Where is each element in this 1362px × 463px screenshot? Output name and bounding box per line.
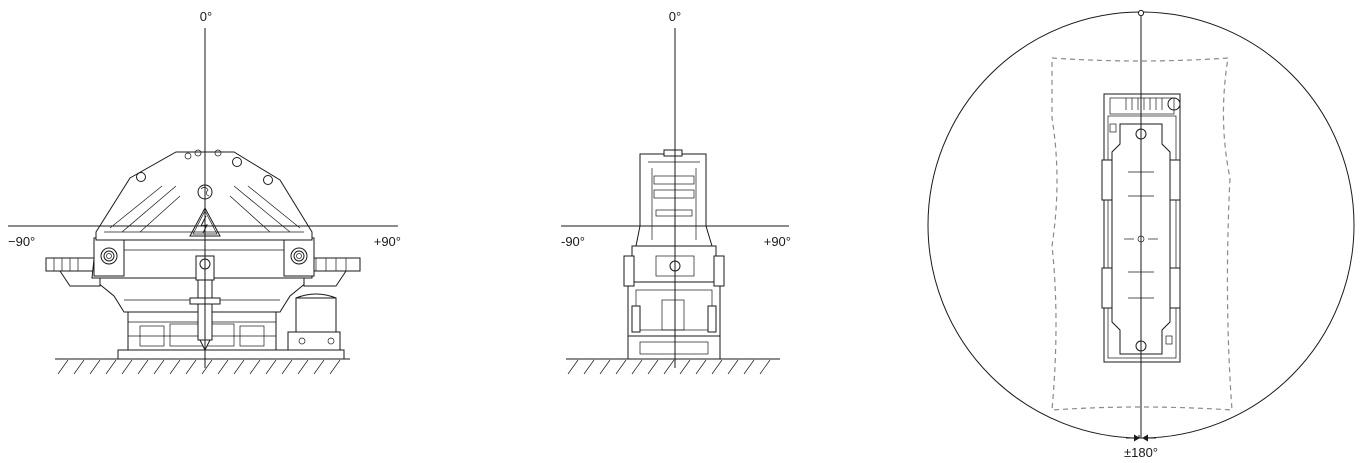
- side-view-body: [623, 149, 725, 360]
- front-view-ground: [55, 358, 350, 375]
- top-view: ±180°: [927, 9, 1355, 460]
- top-view-axes: [1126, 9, 1156, 442]
- front-view-angle-top: 0°: [200, 9, 212, 24]
- top-view-angle-bottom: ±180°: [1124, 445, 1158, 460]
- side-view-angle-top: 0°: [669, 9, 681, 24]
- top-view-unit: [1101, 93, 1181, 363]
- side-view-angle-left: -90°: [561, 234, 585, 249]
- side-view-ground: [566, 358, 780, 375]
- front-view-hood: [95, 149, 313, 241]
- side-view-axes: [561, 28, 789, 368]
- front-view-angle-left: −90°: [8, 234, 35, 249]
- side-view: 0° -90° +90°: [561, 9, 791, 375]
- side-view-angle-right: +90°: [764, 234, 791, 249]
- front-view-axes: [8, 28, 398, 368]
- front-view-angle-right: +90°: [374, 234, 401, 249]
- front-view: 0° −90° +90°: [8, 9, 401, 375]
- top-view-dashed-outline: [1051, 57, 1233, 411]
